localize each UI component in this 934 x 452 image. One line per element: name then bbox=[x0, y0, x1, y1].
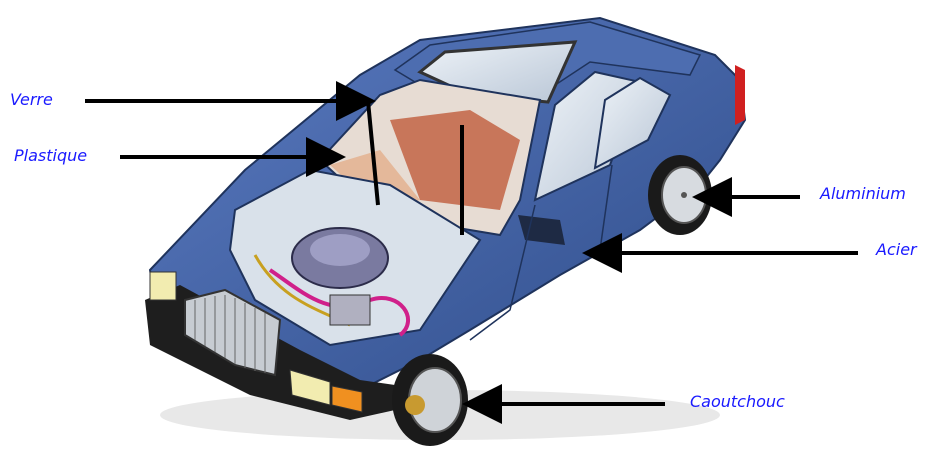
air-filter-cap bbox=[310, 234, 370, 266]
rear-light bbox=[735, 65, 745, 125]
label-verre: Verre bbox=[10, 90, 53, 109]
label-caoutchouc: Caoutchouc bbox=[690, 392, 785, 411]
label-aluminium: Aluminium bbox=[820, 184, 906, 203]
front-wheel bbox=[392, 354, 468, 446]
headlight-left bbox=[150, 272, 176, 300]
engine-block bbox=[330, 295, 370, 325]
label-acier: Acier bbox=[876, 240, 917, 259]
label-plastique: Plastique bbox=[14, 146, 87, 165]
